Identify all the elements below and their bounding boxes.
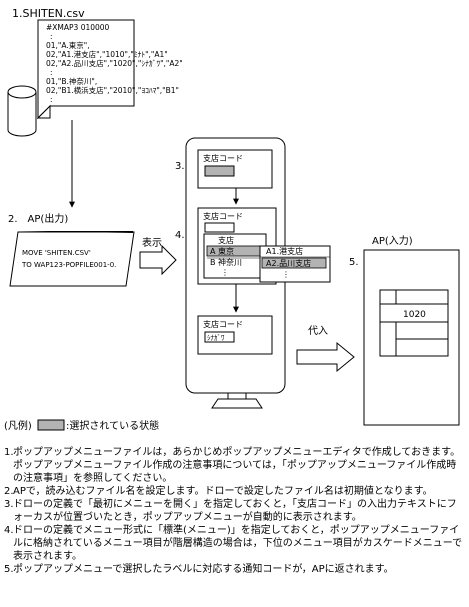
ap-output-code: MOVE 'SHITEN.CSV' bbox=[22, 249, 91, 257]
submenu-item: A1.港支店 bbox=[266, 246, 303, 256]
ap-input-title: AP(入力) bbox=[372, 234, 413, 247]
note-number: 3. bbox=[4, 499, 14, 510]
note-item: 4.ドローの定義でメニュー形式に「標準(メニュー)」を指定しておくと，ポップアッ… bbox=[4, 524, 466, 563]
popup-header: 支店 bbox=[218, 235, 234, 245]
result-field bbox=[204, 331, 235, 343]
note-text: ドローの定義で「最初にメニューを開く」を指定しておくと，「支店コード」の入出力テ… bbox=[13, 499, 457, 523]
menu-item: B 神奈川 bbox=[210, 257, 242, 267]
assign-arrow bbox=[296, 341, 355, 373]
result-field-label: 支店コード bbox=[203, 319, 243, 329]
note-number: 5. bbox=[4, 564, 14, 575]
screen4-field bbox=[204, 222, 235, 233]
file-title: 1.SHITEN.csv bbox=[12, 7, 85, 20]
note-text: ポップアップメニューファイルは，あらかじめポップアップメニューエディタで作成して… bbox=[13, 447, 461, 484]
ap-input-value: 1020 bbox=[403, 310, 426, 320]
file-line: 02,"A2.品川支店","1020","ｼﾅｶﾞﾜ","A2" bbox=[46, 58, 183, 68]
screen-result: 支店コード ｼﾅｶﾞﾜ bbox=[197, 315, 273, 355]
screen4-field-label: 支店コード bbox=[203, 211, 243, 221]
note-number: 2. bbox=[4, 486, 14, 497]
file-line: : bbox=[50, 32, 53, 41]
file-line: 01,"B.神奈川", bbox=[46, 76, 97, 86]
csv-file-icon bbox=[36, 19, 135, 120]
screen3-field-selected bbox=[204, 165, 235, 177]
note-number: 4. bbox=[4, 525, 14, 536]
ap-output-title: 2. AP(出力) bbox=[8, 212, 68, 225]
file-line: 02,"A1.港支店","1010","ﾐﾅﾄ","A1" bbox=[46, 49, 168, 59]
note-text: ポップアップメニューで選択したラベルに対応する通知コードが，APに返されます。 bbox=[13, 564, 394, 575]
popup-menu-flow-diagram: 1.SHITEN.csv #XMAP3 010000 : 01,"A.東京", … bbox=[4, 7, 460, 432]
note-text: APで，読み込むファイル名を設定します。ドローで設定したファイル名は初期値となり… bbox=[13, 486, 433, 497]
file-line: #XMAP3 010000 bbox=[46, 23, 110, 32]
submenu-item-selected bbox=[261, 257, 327, 269]
screen-step-3: 支店コード bbox=[197, 149, 273, 189]
file-line: 01,"A.東京", bbox=[46, 40, 90, 50]
submenu-item: A2.品川支店 bbox=[266, 258, 311, 268]
ap-output-box bbox=[9, 231, 135, 287]
file-line: : bbox=[50, 68, 53, 77]
legend-text: :選択されている状態 bbox=[66, 419, 159, 432]
file-content: #XMAP3 010000 : 01,"A.東京", 02,"A1.港支店","… bbox=[46, 23, 183, 104]
screen3-field-label: 支店コード bbox=[203, 153, 243, 163]
ap-input-box bbox=[363, 249, 460, 426]
note-item: 1.ポップアップメニューファイルは，あらかじめポップアップメニューエディタで作成… bbox=[4, 446, 466, 485]
note-item: 5.ポップアップメニューで選択したラベルに対応する通知コードが，APに返されます… bbox=[4, 563, 466, 576]
note-item: 3.ドローの定義で「最初にメニューを開く」を指定しておくと，「支店コード」の入出… bbox=[4, 498, 466, 524]
menu-item: ⋮ bbox=[221, 268, 229, 277]
step-3-label: 3. bbox=[175, 161, 185, 172]
file-line: : bbox=[50, 95, 53, 104]
note-text: ドローの定義でメニュー形式に「標準(メニュー)」を指定しておくと，ポップアップメ… bbox=[13, 525, 463, 562]
display-arrow bbox=[139, 244, 177, 276]
screen-step-4: 支店コード 支店 A 東京 B 神奈川 ⋮ A1.港支店 A2.品川支店 ⋮ bbox=[197, 207, 331, 285]
display-arrow-label: 表示 bbox=[142, 236, 162, 249]
submenu-item: ⋮ bbox=[282, 270, 290, 279]
file-line: 02,"B1.横浜支店","2010","ﾖｺﾊﾏ","B1" bbox=[46, 85, 179, 95]
note-number: 1. bbox=[4, 447, 14, 458]
result-field-value: ｼﾅｶﾞﾜ bbox=[207, 334, 225, 342]
assign-arrow-label: 代入 bbox=[308, 325, 328, 337]
step-4-label: 4. bbox=[175, 230, 185, 241]
step-5-label: 5. bbox=[349, 257, 359, 268]
notes: 1.ポップアップメニューファイルは，あらかじめポップアップメニューエディタで作成… bbox=[4, 446, 466, 576]
legend-swatch bbox=[37, 419, 65, 431]
menu-item: A 東京 bbox=[210, 246, 234, 256]
ap-output-code: TO WAP123-POPFILE001-0. bbox=[21, 261, 116, 269]
note-item: 2.APで，読み込むファイル名を設定します。ドローで設定したファイル名は初期値と… bbox=[4, 485, 466, 498]
database-cylinder-icon bbox=[7, 85, 37, 137]
legend-prefix: (凡例) bbox=[4, 419, 32, 432]
